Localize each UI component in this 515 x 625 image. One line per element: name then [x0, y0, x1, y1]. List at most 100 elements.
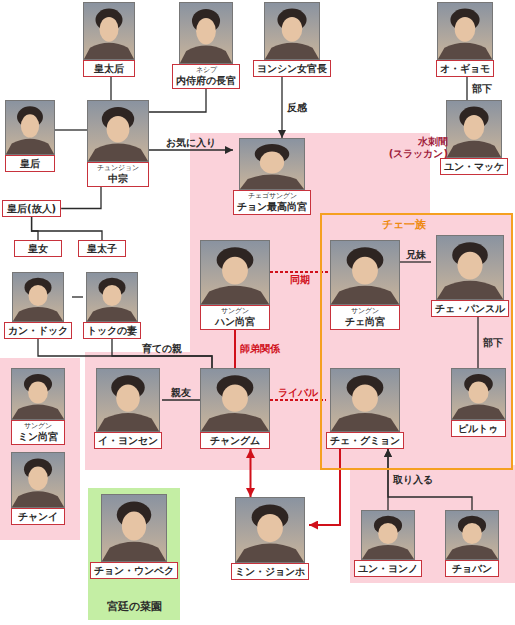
edge-label: 親友 [171, 387, 191, 399]
portrait-figure [446, 511, 498, 559]
character-card: ユン・マッケ [440, 100, 508, 175]
portrait-figure [12, 453, 64, 507]
character-name: チャンイ [15, 510, 61, 523]
portrait-photo [96, 368, 160, 432]
name-label-box: ピルトゥ [451, 420, 506, 437]
name-label-box: サングンミン尚宮 [11, 420, 65, 445]
connector-line [32, 217, 38, 240]
character-name: チョン最高尚宮 [237, 200, 307, 213]
shoulder-shape [236, 543, 304, 562]
character-name: ピルトゥ [455, 422, 502, 435]
connector-line [149, 89, 206, 112]
character-name: ハン尚宮 [204, 315, 266, 328]
face-shape [28, 467, 48, 491]
portrait-photo [5, 100, 55, 155]
edge-label: ライバル [278, 387, 318, 399]
connector-line [149, 149, 233, 150]
face-shape [352, 385, 378, 412]
portrait-photo [87, 100, 149, 162]
character-name: 皇后 [9, 157, 51, 170]
character-name: イ・ヨンセン [98, 434, 158, 447]
portrait-figure [331, 241, 399, 304]
portrait-figure [88, 101, 148, 161]
name-label-box: ミン・ジョンホ [231, 563, 309, 580]
face-shape [196, 18, 216, 44]
name-label-box: イ・ヨンセン [94, 432, 162, 449]
shoulder-shape [6, 139, 54, 154]
connector-line [466, 77, 467, 100]
shoulder-shape [447, 141, 501, 157]
character-card: ネシプ内侍府の長官 [172, 2, 240, 89]
character-name: トックの妻 [87, 324, 137, 337]
ruby-reading: サングン [334, 307, 396, 315]
portrait-figure [362, 511, 414, 559]
shoulder-shape [12, 491, 64, 507]
connector-line [388, 449, 472, 510]
face-shape [100, 17, 119, 42]
edge-label: 育ての親 [142, 343, 182, 355]
name-label-box: チュンジョン中宗 [87, 162, 149, 187]
portrait-photo [11, 368, 65, 420]
connector-line [270, 271, 330, 273]
character-name: チョン・ウンペク [94, 564, 174, 577]
face-shape [21, 114, 39, 137]
name-label-box: チョン・ウンペク [90, 562, 178, 579]
name-label-box: チャンイ [11, 508, 65, 525]
shoulder-shape [446, 545, 498, 559]
shoulder-shape [97, 413, 159, 431]
connector-line [477, 317, 478, 368]
face-shape [116, 385, 140, 412]
character-card: チョバン [445, 510, 499, 577]
character-card: チェゴサングンチョン最高尚宮 [233, 138, 311, 215]
face-shape [464, 115, 485, 140]
name-label-box: オ・ギョモ [436, 60, 494, 77]
edge-label: 同期 [290, 274, 310, 286]
name-label-box: サングンチェ尚宮 [330, 305, 400, 330]
edge-label: 部下 [472, 83, 492, 95]
shoulder-shape [438, 43, 492, 59]
character-name: 皇太子 [83, 242, 121, 255]
shoulder-shape [87, 307, 137, 321]
character-name: チョバン [449, 562, 495, 575]
name-label-box: チェ・グミョン [326, 432, 404, 449]
connector-line [32, 217, 102, 240]
text-box: 皇后(故人) [2, 200, 61, 217]
portrait-photo [445, 510, 499, 560]
character-card: チャングム [200, 368, 270, 449]
portrait-figure [97, 369, 159, 431]
name-label-box: 皇太后 [83, 60, 135, 77]
name-label-box: チェゴサングンチョン最高尚宮 [233, 190, 311, 215]
edge-label: 反感 [287, 102, 307, 114]
portrait-photo [330, 240, 400, 305]
ruby-reading: チェゴサングン [237, 192, 307, 200]
shoulder-shape [331, 286, 399, 304]
portrait-photo [86, 272, 138, 322]
character-card: 皇太后 [83, 2, 135, 77]
region-band [0, 358, 80, 540]
portrait-photo [361, 510, 415, 560]
character-card: ミン・ジョンホ [231, 497, 309, 580]
character-card: チュンジョン中宗 [87, 100, 149, 187]
character-name: チャングム [204, 434, 266, 447]
portrait-photo [264, 2, 320, 60]
character-card: サングンハン尚宮 [200, 240, 270, 330]
shoulder-shape [102, 542, 166, 561]
portrait-figure [201, 369, 269, 431]
character-name: カン・ドック [8, 324, 68, 337]
connector-line [309, 449, 340, 525]
portrait-figure [447, 101, 501, 157]
character-name: チェ尚宮 [334, 315, 396, 328]
portrait-figure [180, 3, 232, 63]
edge-label: 部下 [483, 337, 503, 349]
portrait-figure [12, 369, 64, 419]
connector-line [72, 296, 83, 297]
face-shape [107, 116, 130, 142]
connector-line [234, 330, 236, 368]
name-label-box: ヨンシン女官長 [253, 60, 331, 77]
character-name: 中宗 [91, 172, 145, 185]
portrait-figure [87, 273, 137, 321]
shoulder-shape [13, 307, 63, 321]
character-card: イ・ヨンセン [94, 368, 162, 449]
